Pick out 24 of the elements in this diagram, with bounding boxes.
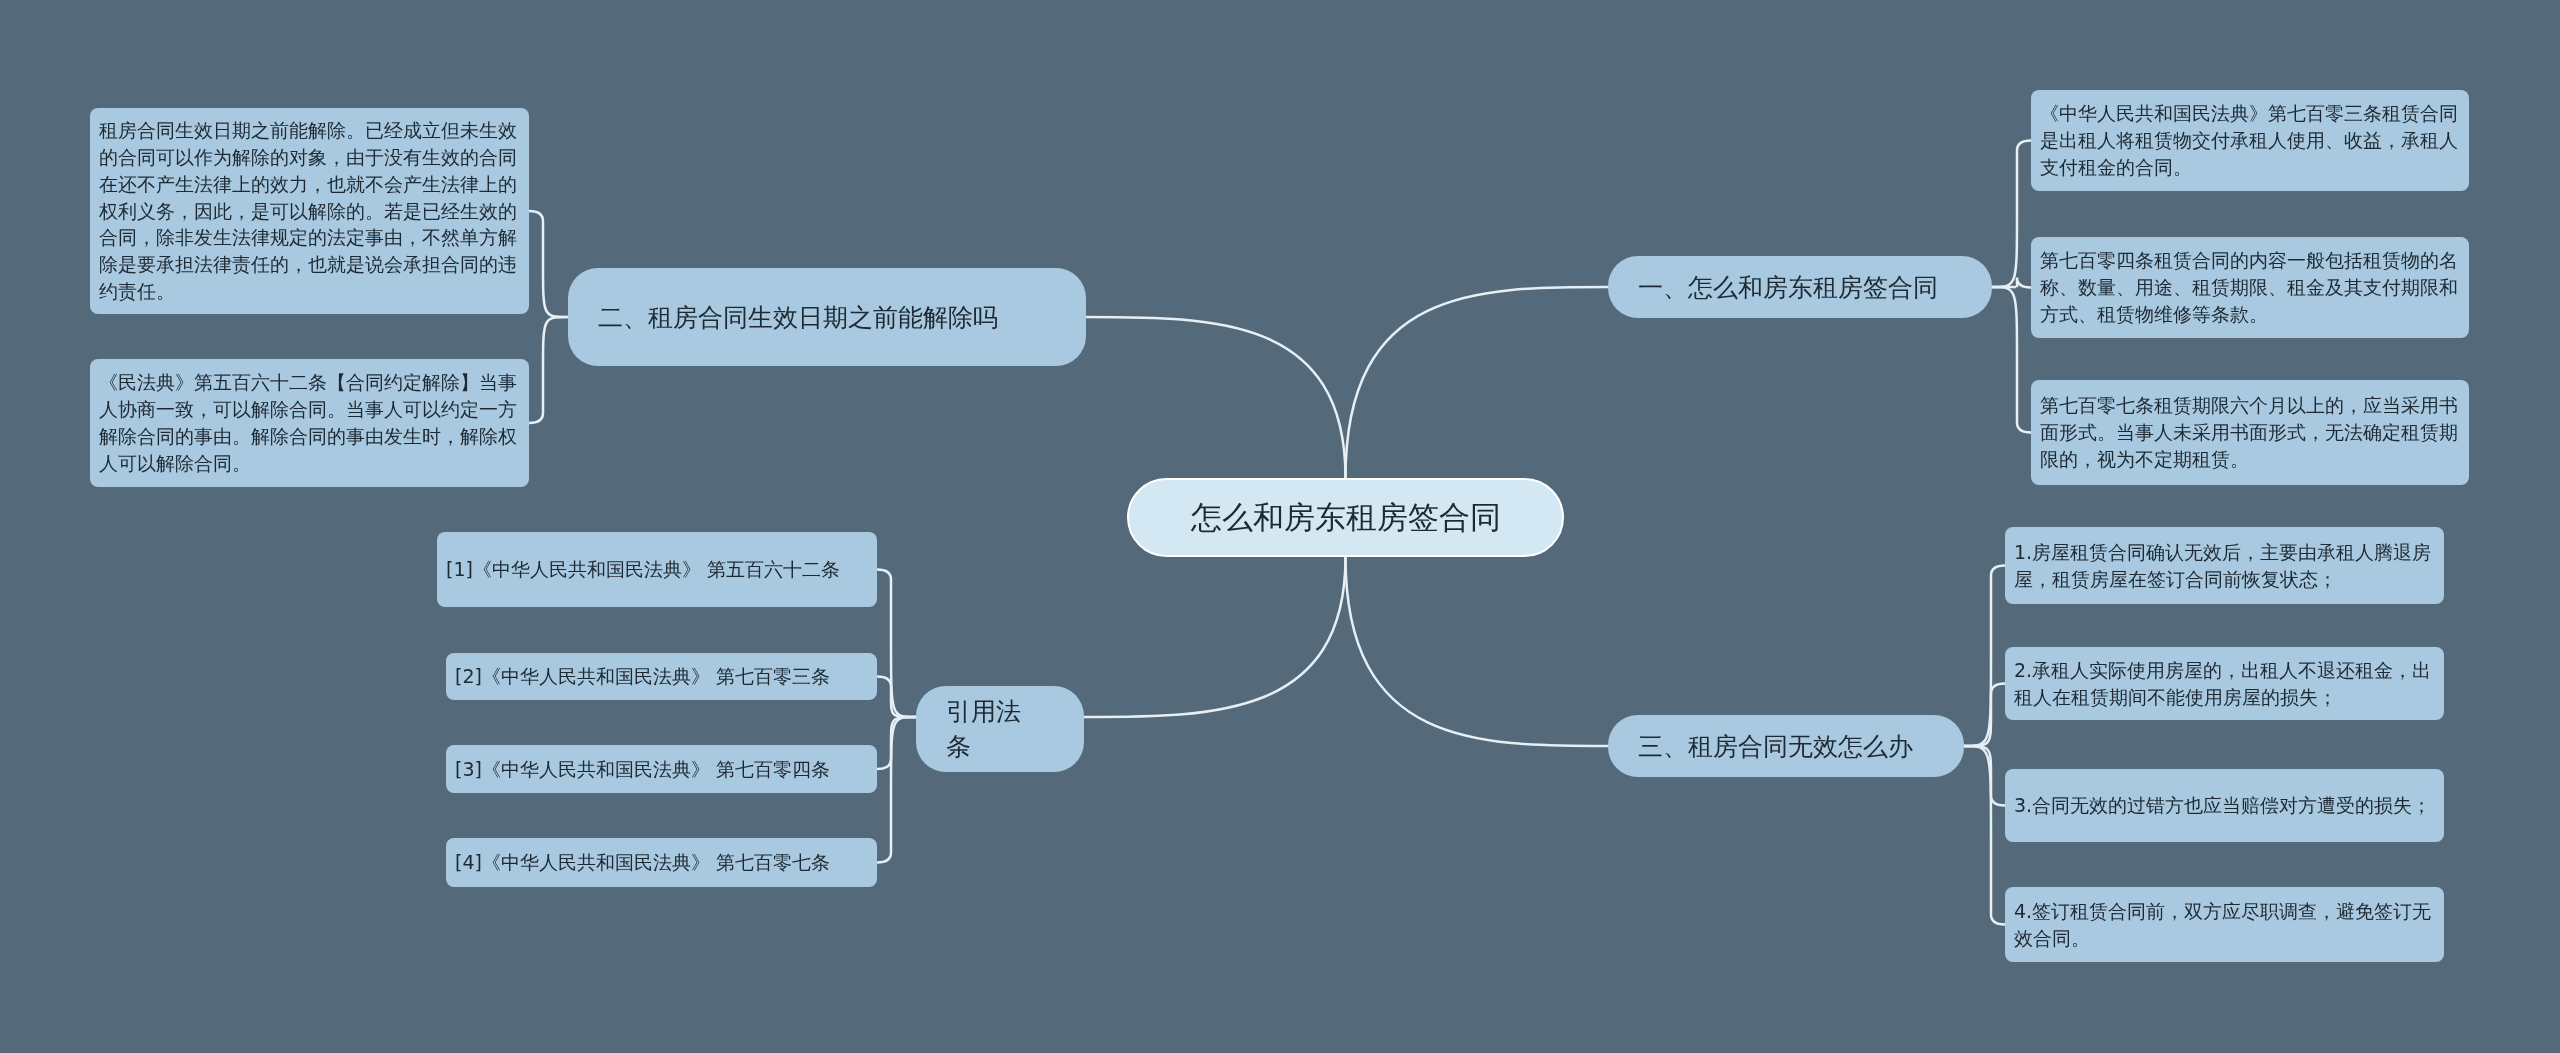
note-box: 《民法典》第五百六十二条【合同约定解除】当事人协商一致，可以解除合同。当事人可以约定一方解除合同的事由。解除合同的事由发生时，解除权人可以解除合同。 — [90, 359, 529, 487]
note-box: [2]《中华人民共和国民法典》 第七百零三条 — [446, 653, 877, 700]
note-box: 3.合同无效的过错方也应当赔偿对方遭受的损失； — [2005, 769, 2444, 842]
connector-line — [1964, 744, 2006, 926]
note-box: 1.房屋租赁合同确认无效后，主要由承租人腾退房屋，租赁房屋在签订合同前恢复状态； — [2005, 527, 2444, 604]
branch-topic: 引用法条 — [916, 686, 1084, 772]
connector-line — [876, 715, 916, 864]
note-box: [3]《中华人民共和国民法典》 第七百零四条 — [446, 745, 877, 793]
note-box: 第七百零七条租赁期限六个月以上的，应当采用书面形式。当事人未采用书面形式，无法确定租赁期限的，视为不定期租赁。 — [2031, 380, 2469, 485]
note-box: 租房合同生效日期之前能解除。已经成立但未生效的合同可以作为解除的对象，由于没有生效的合同在还不产生法律上的效力，也就不会产生法律上的权利义务，因此，是可以解除的。若是已经生效的合同，除非发生法律规定的法定事由，不然单方解除是要承担法律责任的，也就是说会承担合同的违约责任。 — [90, 108, 529, 314]
connector-line — [528, 315, 568, 425]
branch-topic: 一、怎么和房东租房签合同 — [1608, 256, 1992, 318]
note-box: 2.承租人实际使用房屋的，出租人不退还租金，出租人在租赁期间不能使用房屋的损失； — [2005, 647, 2444, 720]
connector-line — [1084, 556, 1347, 719]
branch-topic: 三、租房合同无效怎么办 — [1608, 715, 1964, 777]
connector-line — [1992, 285, 2032, 434]
note-box: 4.签订租赁合同前，双方应尽职调查，避免签订无效合同。 — [2005, 887, 2444, 962]
note-box: 《中华人民共和国民法典》第七百零三条租赁合同是出租人将租赁物交付承租人使用、收益，承租人支付租金的合同。 — [2031, 90, 2469, 191]
note-box: [1]《中华人民共和国民法典》 第五百六十二条 — [437, 532, 877, 607]
connector-line — [1086, 315, 1347, 479]
note-box: [4]《中华人民共和国民法典》 第七百零七条 — [446, 838, 877, 887]
branch-topic: 二、租房合同生效日期之前能解除吗 — [568, 268, 1086, 366]
note-box: 第七百零四条租赁合同的内容一般包括租赁物的名称、数量、用途、租赁期限、租金及其支付期限和方式、租赁物维修等条款。 — [2031, 237, 2469, 338]
central-topic: 怎么和房东租房签合同 — [1127, 478, 1564, 557]
